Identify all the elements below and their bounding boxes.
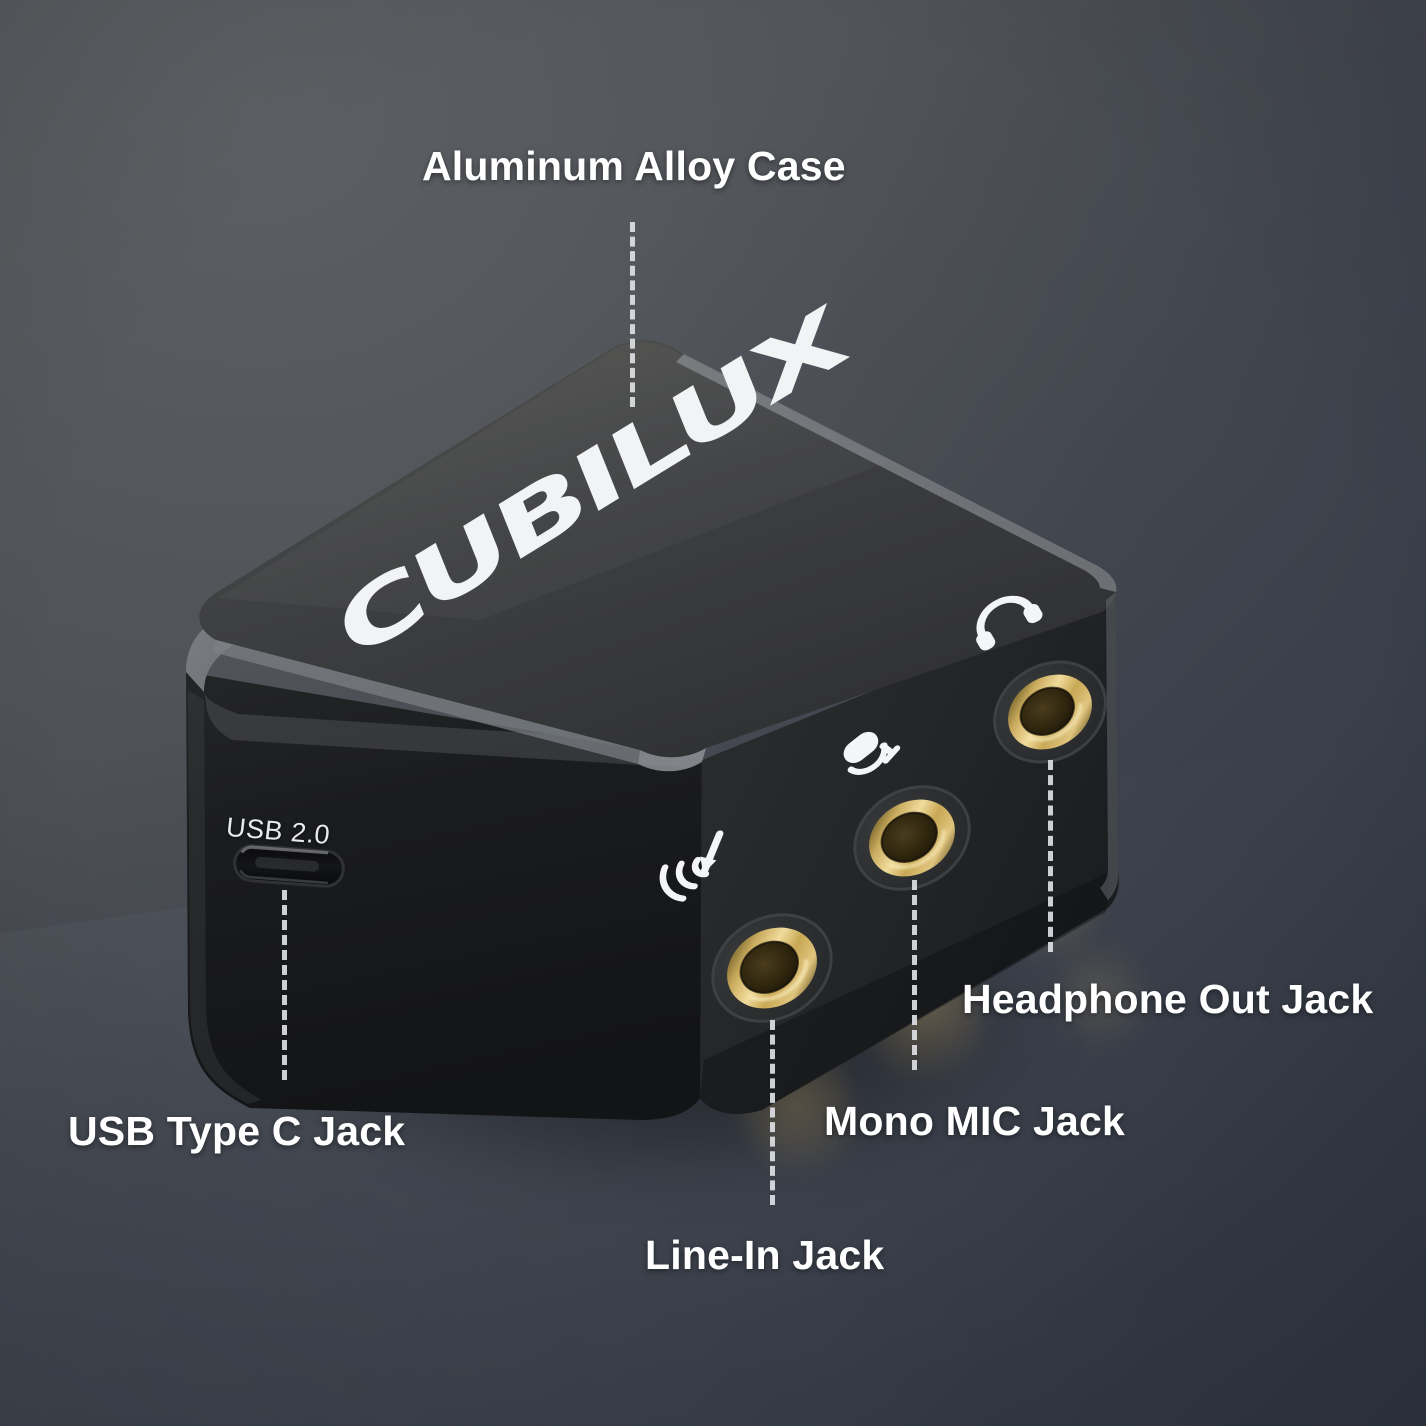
- device-front-face: [186, 672, 702, 1120]
- usb-c-port: [233, 844, 345, 888]
- annotation-label-headphone-out-jack: Headphone Out Jack: [962, 976, 1374, 1022]
- mono-mic-jack: [853, 785, 971, 891]
- annotation-label-mono-mic-jack: Mono MIC Jack: [824, 1098, 1126, 1144]
- leader-line-mono-mic: [912, 880, 917, 1070]
- leader-line-usb-c: [282, 890, 287, 1080]
- line-in-jack: [711, 913, 833, 1023]
- leader-line-headphone: [1048, 760, 1053, 952]
- annotation-label-line-in-jack: Line-In Jack: [645, 1232, 885, 1278]
- headphone-icon: [976, 595, 1043, 651]
- device-top-face: [199, 340, 1119, 900]
- annotation-label-usb-type-c-jack: USB Type C Jack: [68, 1108, 406, 1154]
- headphone-jack: [993, 660, 1107, 764]
- leader-line-line-in: [770, 1020, 775, 1205]
- leader-line-case: [630, 222, 635, 407]
- line-in-icon: [659, 830, 724, 902]
- chamfer-shade: [204, 692, 702, 768]
- annotation-label-aluminum-alloy-case: Aluminum Alloy Case: [422, 143, 846, 189]
- microphone-icon: [843, 731, 901, 775]
